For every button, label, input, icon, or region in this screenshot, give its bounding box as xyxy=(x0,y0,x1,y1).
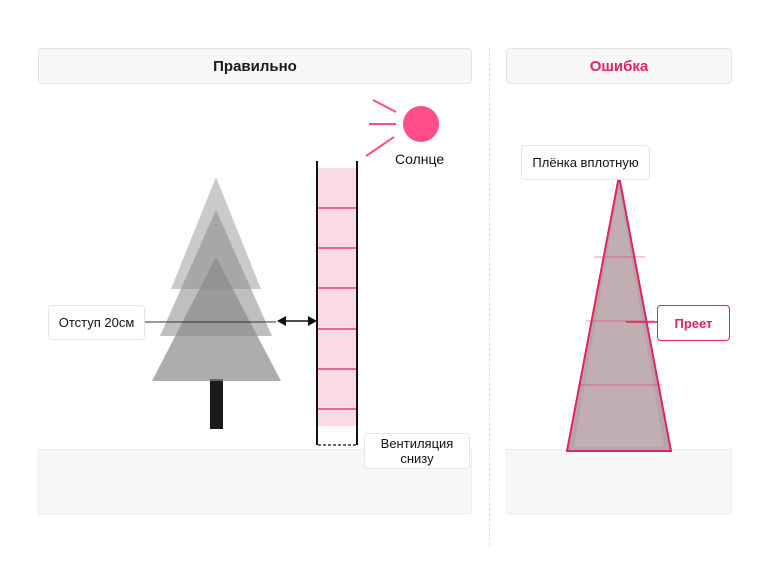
panel-divider xyxy=(489,48,490,546)
offset-label-text: Отступ 20см xyxy=(58,315,135,330)
sun-label: Солнце xyxy=(395,151,445,167)
film-tight-label-text: Плёнка вплотную xyxy=(532,155,639,170)
ventilation-label-line1: Вентиляция xyxy=(380,436,454,451)
offset-label: Отступ 20см xyxy=(48,305,145,340)
shade-screen xyxy=(316,161,358,446)
ventilation-label: Вентиляция снизу xyxy=(364,433,470,469)
header-correct-title: Правильно xyxy=(213,57,297,75)
sun-icon xyxy=(365,99,439,157)
header-error-title: Ошибка xyxy=(589,57,649,75)
film-tight-label: Плёнка вплотную xyxy=(521,145,650,180)
header-error: Ошибка xyxy=(506,48,732,84)
ground-error xyxy=(506,449,732,514)
wrapped-tree-icon xyxy=(565,175,673,452)
steam-label: Преет xyxy=(657,305,730,341)
steam-label-text: Преет xyxy=(674,315,713,331)
ventilation-label-line2: снизу xyxy=(400,451,434,466)
header-correct: Правильно xyxy=(38,48,472,84)
offset-arrow-icon xyxy=(277,316,317,326)
spruce-tree-icon xyxy=(152,177,281,429)
